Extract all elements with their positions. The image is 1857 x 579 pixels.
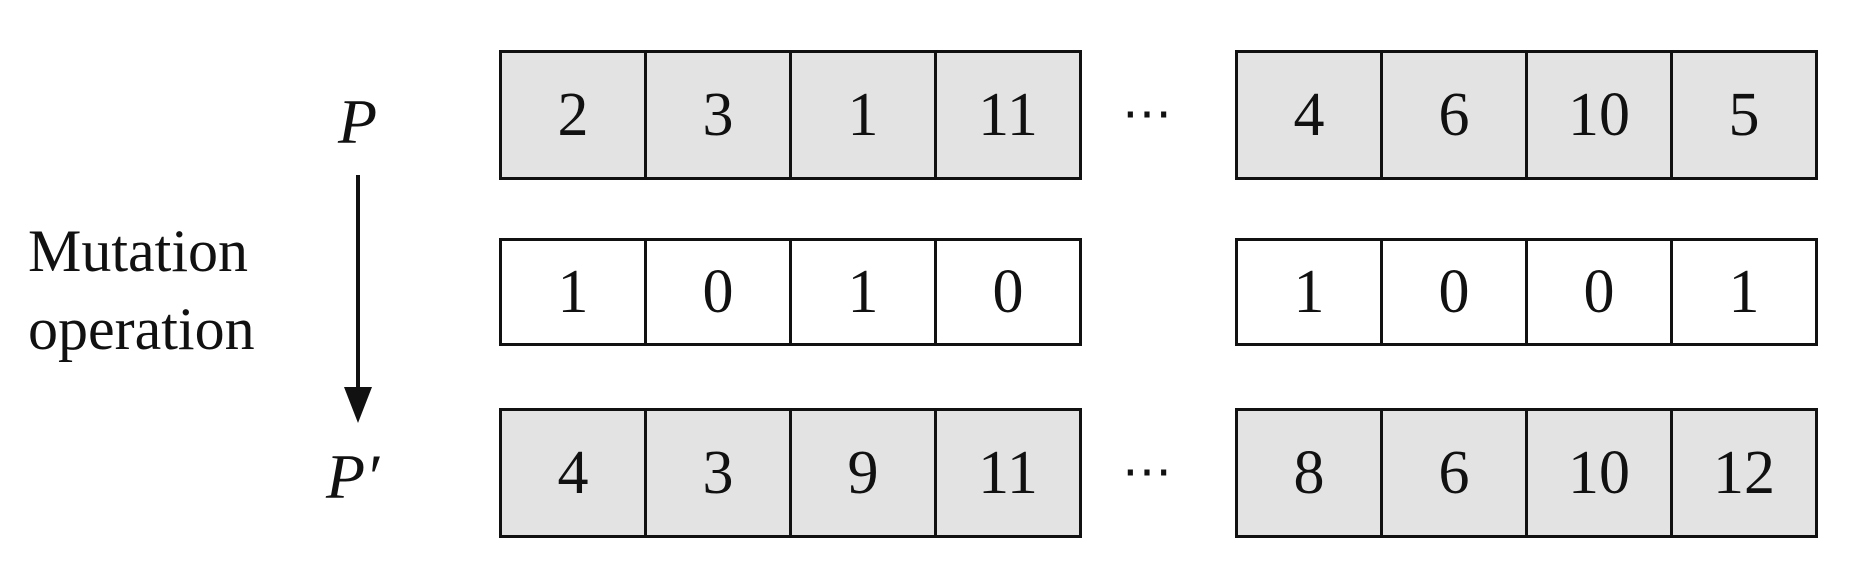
down-arrow-icon (344, 175, 372, 423)
mask-cell: 1 (1235, 238, 1383, 346)
p-cell: 3 (644, 50, 792, 180)
p-prime-cell: 6 (1380, 408, 1528, 538)
p-prime-cell: 8 (1235, 408, 1383, 538)
p-prime-cell: 10 (1525, 408, 1673, 538)
mask-cell: 1 (1670, 238, 1818, 346)
p-cell: 2 (499, 50, 647, 180)
p-prime-cell: 12 (1670, 408, 1818, 538)
p-prime-cell: 9 (789, 408, 937, 538)
mask-row-right: 1 0 0 1 (1235, 238, 1818, 346)
p-cell: 1 (789, 50, 937, 180)
mask-cell: 1 (499, 238, 647, 346)
p-label: P (338, 86, 378, 157)
p-row-left: 2 3 1 11 (499, 50, 1082, 180)
p-cell: 5 (1670, 50, 1818, 180)
p-prime-row-left: 4 3 9 11 (499, 408, 1082, 538)
p-cell: 11 (934, 50, 1082, 180)
mutation-operation-label: Mutation operation (28, 212, 255, 368)
mask-cell: 0 (644, 238, 792, 346)
mask-cell: 1 (789, 238, 937, 346)
mask-row-left: 1 0 1 0 (499, 238, 1082, 346)
p-prime-label: P′ (326, 441, 380, 512)
mask-cell: 0 (1525, 238, 1673, 346)
mask-cell: 0 (934, 238, 1082, 346)
p-prime-row-right: 8 6 10 12 (1235, 408, 1818, 538)
p-ellipsis: ⋯ (1122, 85, 1174, 141)
p-prime-cell: 4 (499, 408, 647, 538)
mutation-label-line2: operation (28, 296, 255, 362)
p-cell: 4 (1235, 50, 1383, 180)
p-prime-cell: 3 (644, 408, 792, 538)
mutation-label-line1: Mutation (28, 218, 248, 284)
p-cell: 10 (1525, 50, 1673, 180)
p-row-right: 4 6 10 5 (1235, 50, 1818, 180)
p-cell: 6 (1380, 50, 1528, 180)
p-prime-ellipsis: ⋯ (1122, 443, 1174, 499)
p-prime-cell: 11 (934, 408, 1082, 538)
mask-cell: 0 (1380, 238, 1528, 346)
